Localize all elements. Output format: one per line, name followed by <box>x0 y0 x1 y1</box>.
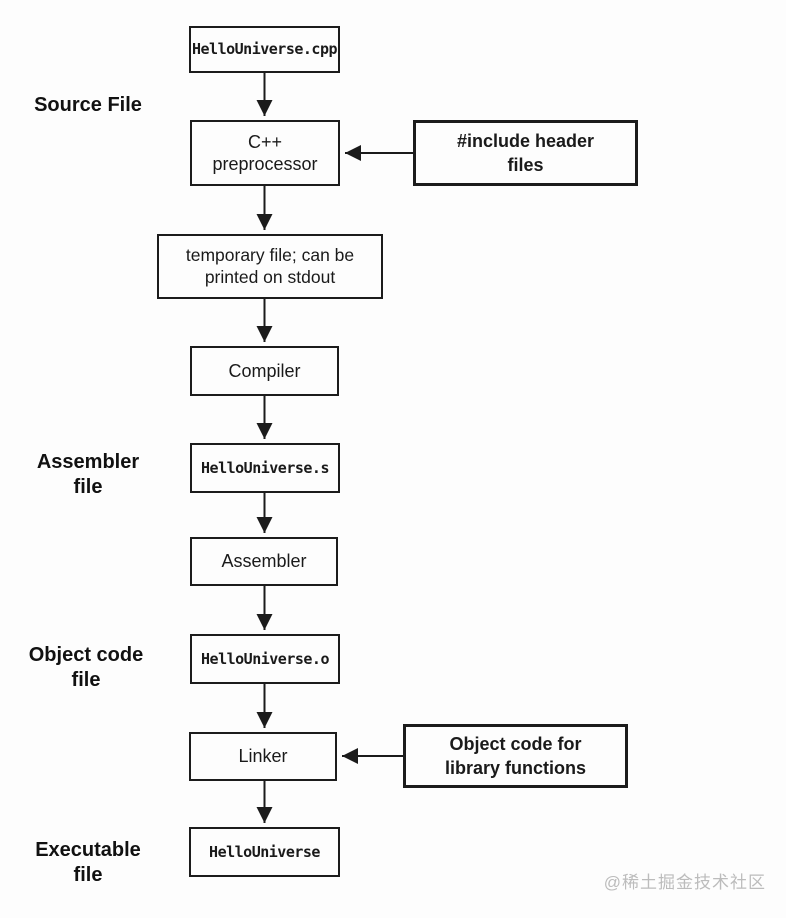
node-library-object-code: Object code for library functions <box>403 724 628 788</box>
node-assembly-file: HelloUniverse.s <box>190 443 340 493</box>
node-linker: Linker <box>189 732 337 781</box>
node-executable-file: HelloUniverse <box>189 827 340 877</box>
node-compiler: Compiler <box>190 346 339 396</box>
node-include-header-files: #include header files <box>413 120 638 186</box>
node-cpp-preprocessor: C++ preprocessor <box>190 120 340 186</box>
watermark: @稀土掘金技术社区 <box>603 873 766 892</box>
node-temporary-file: temporary file; can be printed on stdout <box>157 234 383 299</box>
node-assembler: Assembler <box>190 537 338 586</box>
node-source-file: HelloUniverse.cpp <box>189 26 340 73</box>
stage-label-object-code-file: Object code file <box>28 644 144 691</box>
stage-label-source-file: Source File <box>34 94 142 116</box>
stage-label-executable-file: Executable file <box>35 839 141 886</box>
stage-label-assembler-file: Assembler file <box>36 451 140 498</box>
node-object-file: HelloUniverse.o <box>190 634 340 684</box>
